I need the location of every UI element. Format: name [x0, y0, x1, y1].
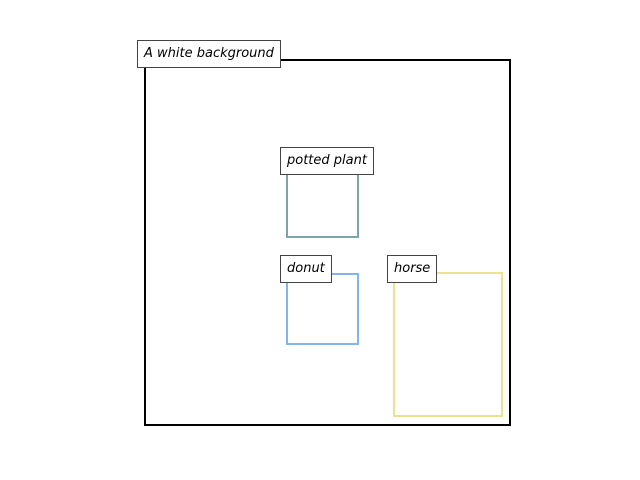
- donut-box: [286, 273, 359, 345]
- horse-box: [393, 272, 503, 417]
- potted-plant-box: [286, 167, 359, 238]
- background-caption-label: A white background: [137, 40, 281, 68]
- potted-plant-label: potted plant: [280, 147, 374, 175]
- background-frame: [144, 59, 511, 426]
- donut-label: donut: [280, 255, 332, 283]
- horse-label: horse: [387, 255, 438, 283]
